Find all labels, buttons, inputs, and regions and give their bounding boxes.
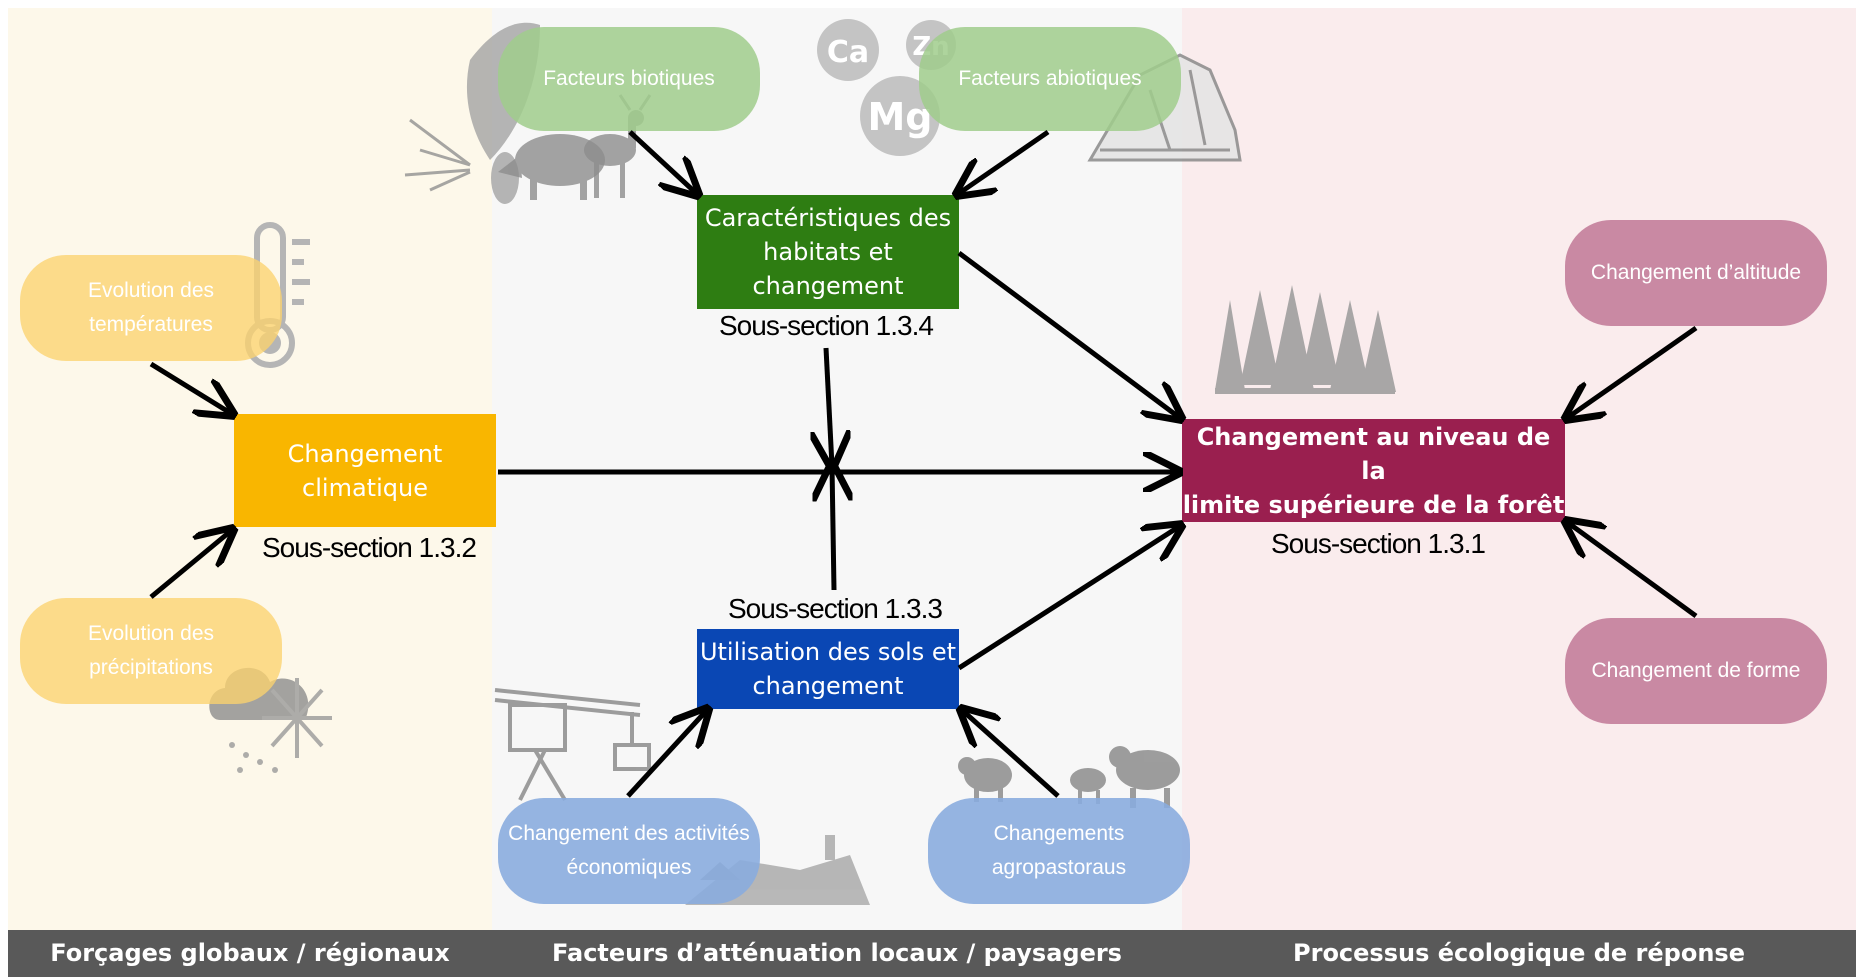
subsection-climate: Sous-section 1.3.2: [262, 532, 477, 563]
arrow-biotic-to-habitat: [628, 130, 697, 194]
arrow-abiotic-to-habitat: [958, 129, 1050, 194]
arrow-altitude-to-treeline: [1567, 325, 1698, 418]
arrow-temperatures-to-climate: [149, 361, 232, 414]
pill-form-change: Changement de forme: [1565, 618, 1827, 724]
forest-icon: [1215, 285, 1396, 394]
subsection-treeline: Sous-section 1.3.1: [1271, 528, 1486, 559]
footer-bar: Forçages globaux / régionaux Facteurs d’…: [8, 930, 1856, 977]
arrow-form-to-treeline: [1567, 522, 1698, 619]
arrow-precipitations-to-climate: [149, 530, 232, 599]
ski-lift-icon: [494, 688, 651, 802]
footer-label-global: Forçages globaux / régionaux: [50, 939, 450, 967]
subsection-habitat: Sous-section 1.3.4: [719, 310, 934, 341]
arrow-economic-to-landuse: [626, 710, 707, 798]
pill-altitude-change: Changement d’altitude: [1565, 220, 1827, 326]
arrow-landuse-to-treeline: [957, 526, 1180, 671]
footer-label-response: Processus écologique de réponse: [1293, 939, 1745, 967]
pill-abiotic-factors: Facteurs abiotiques: [919, 27, 1181, 131]
arrow-habitat-to-junction: [826, 347, 832, 466]
calcium-label: Ca: [827, 35, 869, 70]
subsection-landuse: Sous-section 1.3.3: [728, 593, 943, 624]
footer-label-local: Facteurs d’atténuation locaux / paysager…: [552, 939, 1122, 967]
pill-biotic-factors: Facteurs biotiques: [498, 27, 760, 131]
arrow-agropastoral-to-landuse: [962, 710, 1060, 798]
arrow-habitat-to-treeline: [957, 250, 1180, 418]
arrow-landuse-to-junction: [832, 466, 834, 591]
wild-boar-icon: [498, 134, 605, 200]
